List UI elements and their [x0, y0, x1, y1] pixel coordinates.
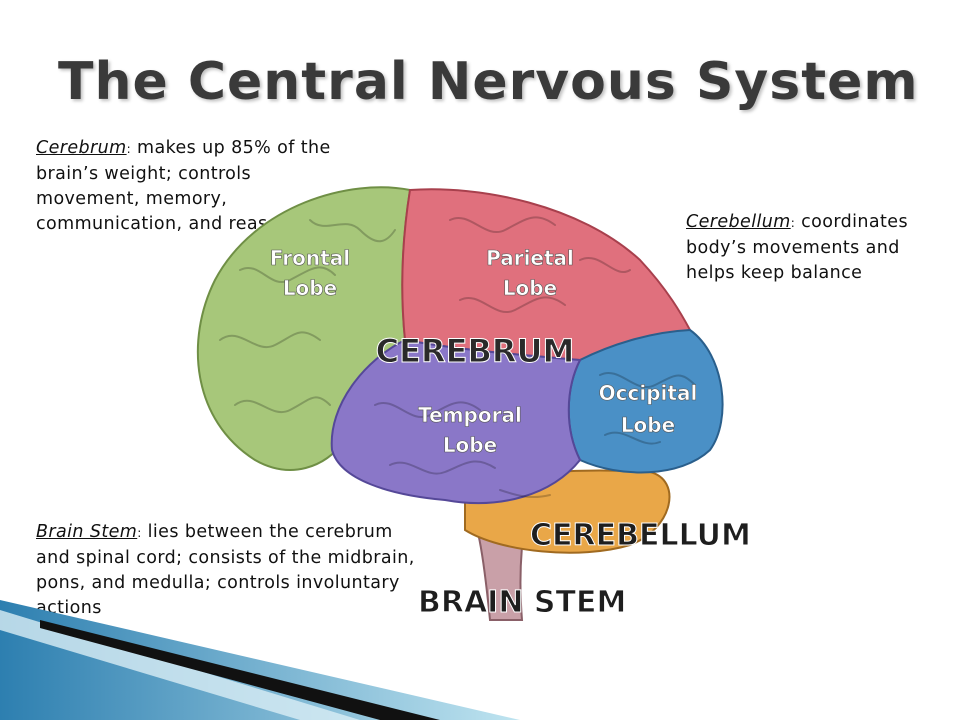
cerebrum-note: Cerebrum: makes up 85% of the brain’s we… [36, 136, 336, 237]
cerebellum-description: coordinates body’s movements and helps k… [686, 212, 908, 283]
occipital-lobe-label-line2: Lobe [621, 413, 675, 437]
brain-diagram: Frontal Lobe Parietal Lobe CEREBRUM Occi… [196, 186, 751, 621]
brain-stem-description: lies between the cerebrum and spinal cor… [36, 522, 415, 618]
colon: : [126, 142, 132, 156]
corner-blue-band [0, 600, 520, 720]
brain-stem-label: BRAIN STEM [418, 585, 626, 620]
corner-black-stripe [40, 620, 440, 720]
frontal-lobe-label-line2: Lobe [283, 276, 337, 300]
occipital-lobe-label-line1: Occipital [599, 381, 698, 405]
parietal-lobe-label-line2: Lobe [503, 276, 557, 300]
cerebellum-term: Cerebellum [686, 212, 791, 232]
colon: : [137, 526, 142, 540]
brain-stem-note: Brain Stem: lies between the cerebrum an… [36, 520, 426, 621]
parietal-lobe-label-line1: Parietal [486, 246, 574, 270]
cerebellum-note: Cerebellum: coordinates body’s movements… [686, 210, 946, 286]
temporal-lobe-label-line1: Temporal [418, 403, 522, 427]
gyri-texture [219, 216, 696, 499]
temporal-lobe-shape [330, 338, 582, 504]
cerebrum-label: CEREBRUM [376, 332, 575, 370]
brain-stem-term: Brain Stem [36, 522, 138, 542]
cerebellum-label: CEREBELLUM [530, 518, 751, 553]
cerebrum-description: makes up 85% of the brain’s weight; cont… [36, 138, 331, 234]
slide-title: The Central Nervous System [58, 52, 919, 112]
cerebrum-term: Cerebrum [36, 138, 127, 158]
temporal-lobe-label-line2: Lobe [443, 433, 497, 457]
corner-decoration [0, 600, 520, 720]
frontal-lobe-label-line1: Frontal [270, 246, 350, 270]
colon: : [790, 216, 796, 230]
